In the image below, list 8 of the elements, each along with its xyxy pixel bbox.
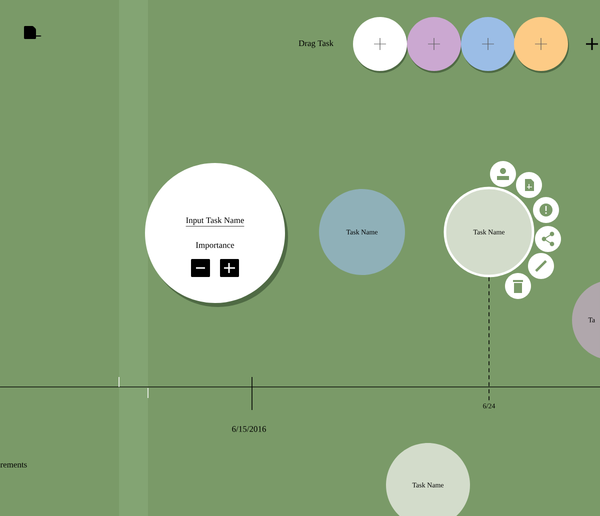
row-label: rements [0,462,27,468]
palette-circle [353,17,408,73]
palette-circle [407,17,462,73]
palette-circle [461,17,516,73]
date-label: 6/15/2016 [232,426,266,432]
palette-circle [514,17,569,73]
dashed-connector [488,276,490,403]
drag-task-label: Drag Task [298,40,334,48]
